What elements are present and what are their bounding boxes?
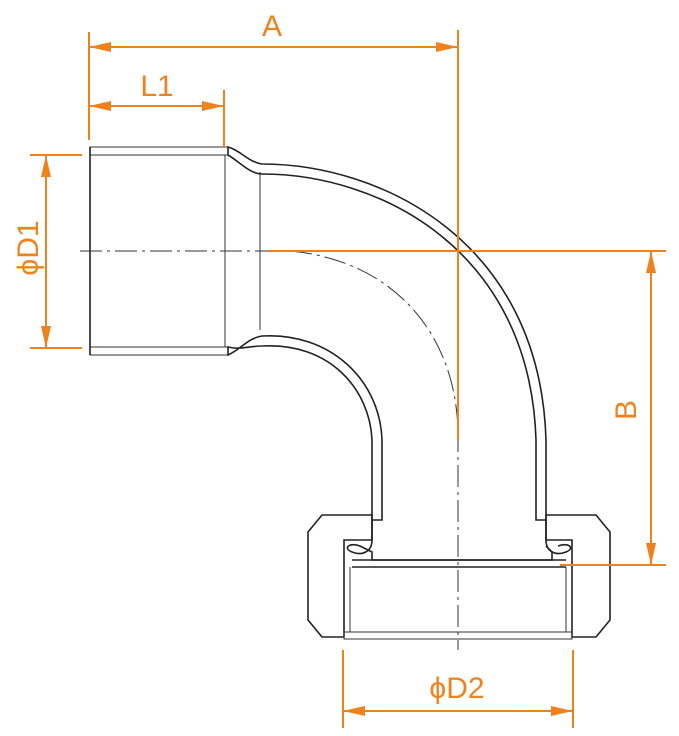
dim-D2-arrow-left	[343, 706, 365, 716]
dim-L1-arrow-right	[202, 101, 224, 111]
nut-left-section	[307, 514, 373, 638]
dim-D2-label: ϕD2	[429, 672, 484, 705]
union-nut	[307, 514, 611, 640]
dim-B-arrow-top	[646, 251, 656, 273]
dim-D2-arrow-right	[551, 706, 573, 716]
dimension-lines: A L1 ϕD1 B ϕD2	[12, 10, 666, 728]
dim-A-label: A	[262, 10, 282, 43]
dim-L1-arrow-left	[89, 101, 111, 111]
dim-D1-arrow-top	[41, 155, 51, 177]
dim-B-arrow-bottom	[646, 543, 656, 565]
dim-D1-label: ϕD1	[12, 220, 45, 275]
dim-D1-arrow-bottom	[41, 326, 51, 348]
socket-top-wall	[89, 146, 229, 156]
tube-flare-left	[346, 520, 553, 561]
center-lines	[80, 250, 459, 650]
tube-flare-right	[545, 520, 572, 555]
dim-A-arrow-left	[89, 42, 111, 52]
dim-B-label: B	[610, 400, 643, 420]
elbow-body	[89, 145, 572, 568]
dim-A-arrow-right	[436, 42, 458, 52]
outer-bend-wall	[227, 145, 547, 521]
socket-bottom-wall	[89, 346, 229, 356]
nut-right-section	[545, 514, 611, 638]
bend-centerline	[289, 250, 459, 431]
inner-bend-wall	[227, 335, 383, 521]
dim-L1-label: L1	[140, 70, 173, 103]
